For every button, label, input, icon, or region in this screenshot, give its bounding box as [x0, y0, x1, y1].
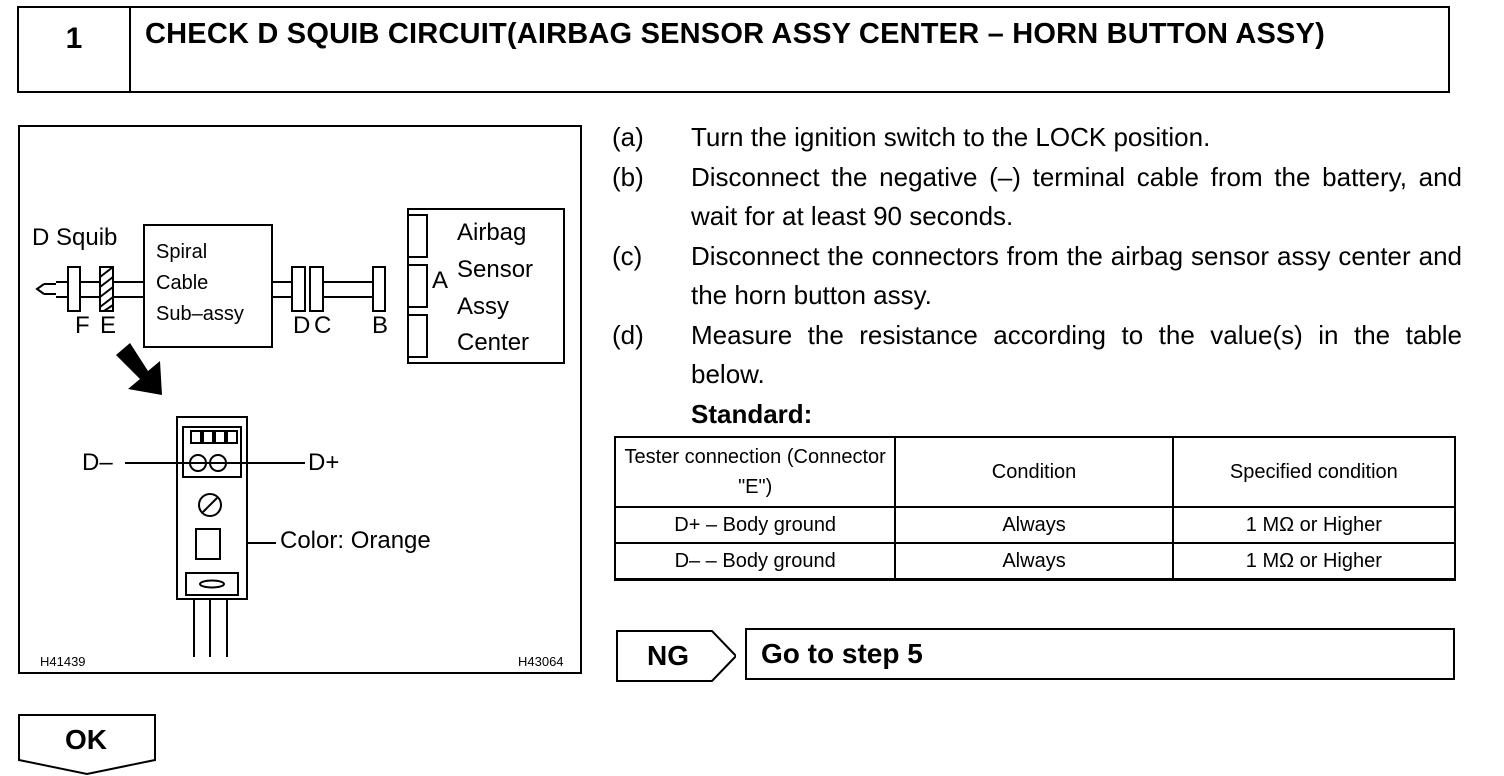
ok-label: OK — [65, 724, 107, 755]
ng-arrow-box — [616, 630, 736, 682]
connector-b — [372, 266, 386, 312]
table-cell: D– – Body ground — [613, 542, 897, 581]
d-squib-label: D Squib — [32, 224, 118, 251]
step-number: 1 — [19, 8, 131, 91]
ng-label: NG — [647, 640, 689, 671]
table-header-specified: Specified condition — [1171, 436, 1457, 508]
airbag-label-4: Center — [457, 329, 530, 356]
table-cell: D+ – Body ground — [613, 506, 897, 544]
connector-d — [291, 266, 306, 312]
step-c-text: Disconnect the connectors from the airba… — [691, 240, 1462, 311]
step-d: (d) Measure the resistance according to … — [612, 316, 1462, 395]
label-d: D — [293, 312, 311, 339]
airbag-label-1: Airbag — [457, 219, 527, 246]
table-header-tester: Tester connection (Connector "E") — [613, 436, 897, 508]
standard-table: Tester connection (Connector "E") Condit… — [613, 436, 1457, 581]
table-cell: 1 MΩ or Higher — [1171, 506, 1457, 544]
figure-code-right: H43064 — [518, 654, 564, 669]
table-header-condition: Condition — [894, 436, 1174, 508]
step-c: (c) Disconnect the connectors from the a… — [612, 237, 1462, 316]
table-row: D– – Body ground Always 1 MΩ or Higher — [613, 542, 1457, 581]
ok-arrow-box — [18, 714, 156, 776]
table-cell: 1 MΩ or Higher — [1171, 542, 1457, 581]
airbag-label-2: Sensor — [457, 256, 534, 283]
label-a: A — [432, 267, 449, 294]
step-a-label: (a) — [612, 122, 644, 152]
connector-f — [67, 266, 81, 312]
connector-e-drawing — [176, 416, 248, 600]
step-a-text: Turn the ignition switch to the LOCK pos… — [691, 122, 1211, 152]
d-minus-label: D– — [82, 449, 113, 476]
go-to-step-link[interactable]: Go to step 5 — [745, 628, 1455, 680]
figure-code-left: H41439 — [40, 654, 86, 669]
step-title: CHECK D SQUIB CIRCUIT(AIRBAG SENSOR ASSY… — [145, 18, 1325, 50]
step-header: 1 CHECK D SQUIB CIRCUIT(AIRBAG SENSOR AS… — [17, 6, 1450, 93]
step-d-text: Measure the resistance according to the … — [691, 319, 1462, 390]
table-row: D+ – Body ground Always 1 MΩ or Higher — [613, 506, 1457, 544]
connector-e — [99, 266, 114, 312]
airbag-label-3: Assy — [457, 293, 510, 320]
step-c-label: (c) — [612, 240, 643, 271]
spiral-cable-box — [143, 224, 273, 348]
down-arrow-icon — [116, 343, 162, 395]
procedure-steps: (a) Turn the ignition switch to the LOCK… — [612, 118, 1462, 433]
label-b: B — [372, 312, 389, 339]
step-a: (a) Turn the ignition switch to the LOCK… — [612, 118, 1462, 158]
spiral-label-3: Sub–assy — [156, 303, 244, 325]
table-cell: Always — [894, 506, 1174, 544]
step-b: (b) Disconnect the negative (–) terminal… — [612, 158, 1462, 237]
table-cell: Always — [894, 542, 1174, 581]
wiring-figure: D Squib Spiral Cable Sub–assy Airbag Sen… — [18, 125, 582, 674]
step-d-label: (d) — [612, 319, 644, 350]
color-note: Color: Orange — [280, 527, 431, 554]
label-c: C — [314, 312, 332, 339]
label-f: F — [75, 312, 90, 339]
wiring-diagram — [35, 208, 565, 657]
spiral-label-1: Spiral — [156, 241, 208, 263]
standard-label: Standard: — [691, 398, 813, 429]
spiral-label-2: Cable — [156, 272, 209, 294]
step-b-text: Disconnect the negative (–) terminal cab… — [691, 161, 1462, 232]
label-e: E — [100, 312, 117, 339]
connector-c — [309, 266, 324, 312]
d-plus-label: D+ — [308, 449, 340, 476]
step-b-label: (b) — [612, 161, 644, 192]
